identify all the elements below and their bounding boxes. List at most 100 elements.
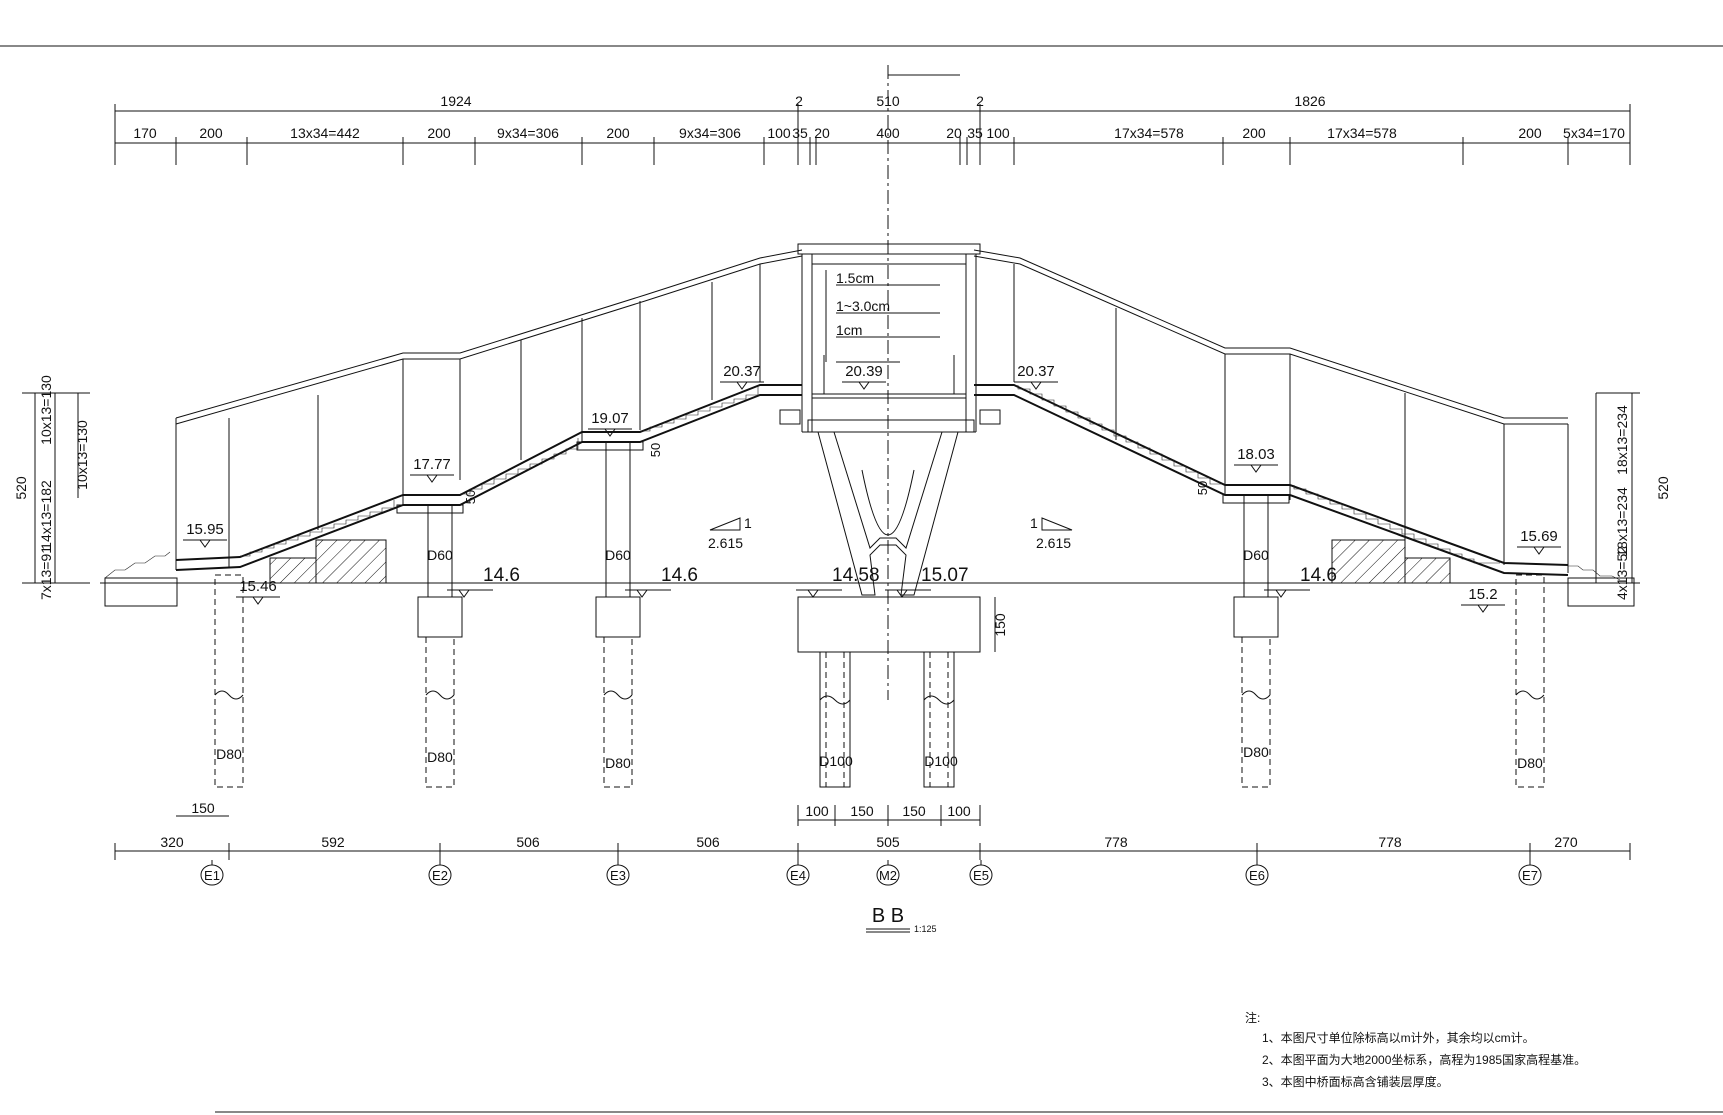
bottom-dimension-lines bbox=[114, 843, 1631, 860]
bottom-dim-1: 592 bbox=[321, 834, 345, 850]
top-dim-2-11: 20 bbox=[946, 125, 962, 141]
left-height-b: 10x13=130 bbox=[74, 420, 90, 490]
step-dim-50-b: 50 bbox=[463, 490, 478, 504]
column-label-0: D60 bbox=[427, 547, 453, 563]
footing-width-dim: 150 bbox=[191, 800, 215, 816]
axis-label-E7: E7 bbox=[1522, 868, 1538, 883]
left-entry-steps bbox=[104, 551, 171, 579]
right-crash-barrier-1 bbox=[1331, 539, 1406, 584]
top-dim-2-18: 5x34=170 bbox=[1563, 125, 1625, 141]
axis-bubble-E6 bbox=[1245, 864, 1269, 886]
elevation-6: 20.37 bbox=[1017, 363, 1055, 380]
right-slope-rise: 1 bbox=[1030, 515, 1038, 531]
top-dimension-lines bbox=[114, 104, 1631, 165]
axis-label-E2: E2 bbox=[432, 868, 448, 883]
left-height-total: 520 bbox=[13, 476, 29, 500]
left-stair-soffit bbox=[175, 394, 802, 571]
main-span bbox=[779, 243, 1001, 788]
notes-heading: 注: bbox=[1245, 1010, 1260, 1025]
ground-elevation-3: 15.07 bbox=[921, 565, 969, 586]
axis-bubble-E5 bbox=[969, 864, 993, 886]
left-ground-beam bbox=[104, 577, 178, 607]
elevation-triangle-9 bbox=[1477, 604, 1489, 613]
left-stair bbox=[104, 249, 803, 607]
column-label-2: D60 bbox=[1243, 547, 1269, 563]
elevation-triangle-3 bbox=[604, 428, 616, 437]
pile-label-6: D80 bbox=[1517, 755, 1543, 771]
note-line-2: 2、本图平面为大地2000坐标系，高程为1985国家高程基准。 bbox=[1262, 1052, 1586, 1067]
left-slope-run: 2.615 bbox=[708, 535, 743, 551]
right-height-a: 18x13=234 bbox=[1614, 405, 1630, 475]
top-dim-1-1: 2 bbox=[795, 93, 803, 109]
height-dimension-lines bbox=[22, 392, 1640, 584]
axis-bubble-E1 bbox=[200, 864, 224, 886]
elevation-4: 20.37 bbox=[723, 363, 761, 380]
right-ground-beam bbox=[1567, 577, 1635, 607]
right-handrail-top bbox=[973, 249, 1568, 419]
pile-label-2: D80 bbox=[605, 755, 631, 771]
left-slope-rise: 1 bbox=[744, 515, 752, 531]
axis-label-E4: E4 bbox=[790, 868, 806, 883]
pile-label-1: D80 bbox=[427, 749, 453, 765]
elevation-triangle-7 bbox=[1250, 464, 1262, 473]
axis-label-E3: E3 bbox=[610, 868, 626, 883]
section-title: B B bbox=[872, 905, 904, 927]
right-height-c: 4x13=52 bbox=[1614, 546, 1630, 600]
right-steps-1 bbox=[1017, 385, 1222, 485]
right-slope-triangle bbox=[1041, 517, 1073, 531]
ground-elev-triangle-1 bbox=[636, 589, 648, 598]
left-steps-1 bbox=[240, 500, 395, 557]
bottom-dim-6: 778 bbox=[1378, 834, 1402, 850]
ground-elevation-2: 14.58 bbox=[832, 565, 880, 586]
ground-elevation-4: 14.6 bbox=[1300, 565, 1337, 586]
right-handrail-bottom bbox=[973, 255, 1568, 425]
note-line-3: 3、本图中桥面标高含铺装层厚度。 bbox=[1262, 1074, 1449, 1089]
step-dim-50-c: 50 bbox=[1195, 481, 1210, 495]
elevation-7: 18.03 bbox=[1237, 446, 1275, 463]
top-dim-2-3: 200 bbox=[427, 125, 451, 141]
elevation-5: 20.39 bbox=[845, 363, 883, 380]
deck-layer-2: 1~3.0cm bbox=[836, 298, 890, 314]
elevation-triangle-2 bbox=[426, 474, 438, 483]
elevation-triangle-1 bbox=[252, 596, 264, 605]
left-slope-triangle bbox=[709, 517, 741, 531]
right-slope-run: 2.615 bbox=[1036, 535, 1071, 551]
elevation-2: 17.77 bbox=[413, 456, 451, 473]
pile-label-3: D100 bbox=[819, 753, 853, 769]
top-dim-2-6: 9x34=306 bbox=[679, 125, 741, 141]
left-handrail-top bbox=[175, 249, 803, 419]
pier-dimension-lines bbox=[797, 805, 981, 826]
ground-elevation-0: 14.6 bbox=[483, 565, 520, 586]
left-handrail-bottom bbox=[175, 255, 803, 425]
right-stair bbox=[973, 249, 1635, 607]
top-dim-2-1: 200 bbox=[199, 125, 223, 141]
left-stair-tread-line bbox=[175, 384, 802, 561]
top-dim-2-8: 35 bbox=[792, 125, 808, 141]
scale-text: 1:125 bbox=[914, 924, 937, 934]
right-stair-tread-line bbox=[974, 384, 1569, 566]
ground-elev-triangle-4 bbox=[1275, 589, 1287, 598]
right-height-b: 18x13=234 bbox=[1614, 487, 1630, 557]
pier-dim-3: 100 bbox=[947, 803, 971, 819]
left-crash-barrier-1 bbox=[315, 539, 387, 584]
deck-layer-1: 1.5cm bbox=[836, 270, 874, 286]
top-dim-2-15: 200 bbox=[1242, 125, 1266, 141]
right-steps-2 bbox=[1293, 485, 1500, 564]
top-dim-2-0: 170 bbox=[133, 125, 157, 141]
elevation-triangle-0 bbox=[199, 539, 211, 548]
bottom-dim-7: 270 bbox=[1554, 834, 1578, 850]
axis-label-E1: E1 bbox=[204, 868, 220, 883]
axis-label-M2: M2 bbox=[879, 868, 897, 883]
pile-label-0: D80 bbox=[216, 746, 242, 762]
top-dim-2-10: 400 bbox=[876, 125, 900, 141]
